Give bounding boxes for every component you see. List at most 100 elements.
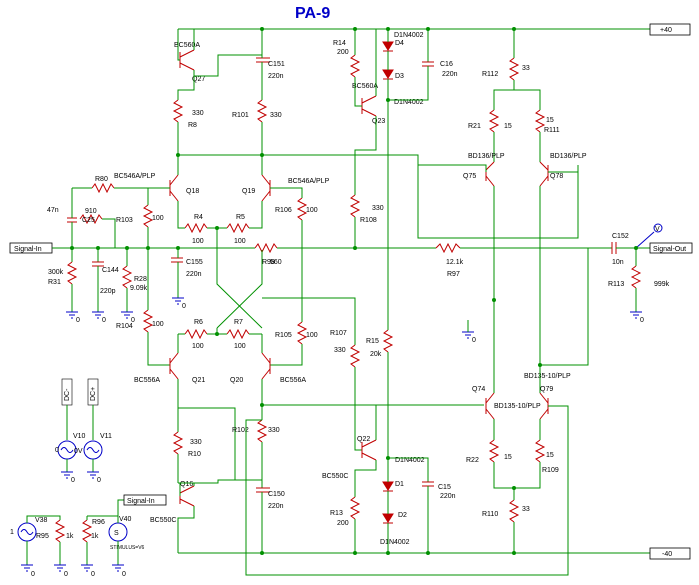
dc-plus-tag: DC+ (87, 378, 99, 406)
neg-rail-port[interactable]: -40 (649, 547, 691, 560)
r97-resistor[interactable]: 12.1k R97 (435, 242, 464, 278)
c15-capacitor[interactable]: C15 220n (422, 481, 456, 500)
svg-text:100: 100 (306, 332, 318, 339)
svg-text:R95: R95 (36, 533, 49, 540)
svg-text:C150: C150 (268, 491, 285, 498)
svg-text:47n: 47n (47, 207, 59, 214)
svg-text:R98: R98 (262, 259, 275, 266)
c16-capacitor[interactable]: C16 220n (422, 61, 458, 78)
c150-capacitor[interactable]: C150 220n (256, 487, 285, 510)
svg-text:C16: C16 (440, 61, 453, 68)
svg-text:R6: R6 (194, 319, 203, 326)
r910-resistor[interactable]: 910 (79, 208, 103, 225)
r101-resistor[interactable]: 330 R101 (232, 99, 282, 123)
svg-text:BD136/PLP: BD136/PLP (468, 153, 505, 160)
r7-resistor[interactable]: R7 100 (226, 319, 250, 350)
r28-resistor[interactable]: R28 9.09k (121, 265, 148, 292)
svg-text:0: 0 (64, 571, 68, 578)
r95-resistor[interactable]: R95 1k (36, 519, 74, 543)
r15-resistor[interactable]: R15 20k (366, 329, 394, 358)
r103-resistor[interactable]: R103 100 (116, 204, 164, 228)
svg-text:Q22: Q22 (357, 436, 370, 443)
r31-resistor[interactable]: 300k R31 (48, 261, 78, 286)
r5-resistor[interactable]: R5 100 (226, 214, 250, 245)
r6-resistor[interactable]: R6 100 (184, 319, 208, 350)
r13-resistor[interactable]: R13 200 (330, 496, 361, 527)
signal-in-port[interactable]: Signal-In (9, 242, 53, 254)
q75-transistor[interactable]: BD136/PLP Q75 (463, 153, 505, 187)
svg-text:DC-: DC- (64, 388, 71, 401)
r10-resistor[interactable]: 330 R10 (172, 431, 202, 458)
r22-resistor[interactable]: R22 15 (466, 439, 512, 464)
r109-resistor[interactable]: 15 R109 (534, 439, 559, 474)
q27-transistor[interactable]: BC560A Q27 (174, 42, 205, 83)
r113-resistor[interactable]: R113 999k (608, 265, 670, 289)
svg-text:0: 0 (76, 317, 80, 324)
svg-text:0: 0 (122, 571, 126, 578)
r14-resistor[interactable]: R14 200 (333, 40, 361, 78)
r106-resistor[interactable]: R106 100 (275, 197, 318, 221)
junction-dots (70, 27, 638, 555)
svg-text:BC560A: BC560A (174, 42, 200, 49)
d4-diode[interactable]: D4 D1N4002 (382, 32, 424, 52)
svg-text:BC550C: BC550C (150, 517, 176, 524)
q20-transistor[interactable]: BC556A Q20 (230, 352, 306, 384)
q78-transistor[interactable]: BD136/PLP Q78 (539, 153, 587, 187)
signal-out-port[interactable]: Signal-Out (649, 242, 693, 254)
q21-transistor[interactable]: BC556A Q21 (134, 352, 205, 384)
r110-resistor[interactable]: R110 33 (482, 499, 530, 523)
svg-text:R10: R10 (188, 451, 201, 458)
r104-resistor[interactable]: R104 100 (116, 309, 164, 333)
c152-capacitor[interactable]: C152 10n (611, 233, 629, 266)
r107-resistor[interactable]: R107 330 (330, 330, 361, 368)
c151-capacitor[interactable]: C151 220n (256, 57, 285, 80)
voltage-probe[interactable]: V (635, 223, 663, 249)
ground-labels: 0 0 0 0 0 0 0 0 0 0 0 0 (31, 303, 644, 578)
v10-source[interactable]: V10 0 0V (55, 433, 86, 460)
r105-resistor[interactable]: R105 100 (275, 321, 318, 345)
svg-text:R112: R112 (482, 71, 498, 78)
r21-resistor[interactable]: R21 15 (468, 109, 512, 133)
c155-capacitor[interactable]: C155 220n (171, 257, 203, 278)
q23-transistor[interactable]: BC560A Q23 (352, 83, 385, 125)
svg-text:BC550C: BC550C (322, 473, 348, 480)
q22-transistor[interactable]: Q22 BC550C (322, 436, 377, 480)
d1-diode[interactable]: D1 D1N4002 (382, 457, 425, 492)
r8-resistor[interactable]: 330 R8 (172, 99, 204, 129)
svg-text:BD136/PLP: BD136/PLP (550, 153, 587, 160)
q19-transistor[interactable]: BC546A/PLP Q19 (242, 174, 330, 202)
v11-source[interactable]: V11 (83, 433, 112, 460)
svg-text:D1N4002: D1N4002 (394, 99, 424, 106)
d2-diode[interactable]: D2 D1N4002 (380, 512, 410, 546)
r108-resistor[interactable]: 330 R108 (349, 194, 384, 224)
r96-resistor[interactable]: R96 1k (81, 519, 105, 543)
svg-text:10n: 10n (612, 259, 624, 266)
pos-rail-port[interactable]: +40 (649, 23, 691, 36)
r98-resistor[interactable]: R98 560 (254, 242, 282, 266)
schematic-title: PA-9 (295, 5, 330, 22)
r112-resistor[interactable]: R112 33 (482, 57, 530, 81)
svg-text:220n: 220n (268, 503, 284, 510)
v40-source[interactable]: S V40 STIMULUS=V6 (108, 516, 145, 551)
svg-text:R22: R22 (466, 457, 479, 464)
svg-text:220n: 220n (186, 271, 202, 278)
svg-text:330: 330 (270, 112, 282, 119)
r80-resistor[interactable]: R80 (91, 176, 115, 194)
svg-text:910: 910 (85, 208, 97, 215)
r4-resistor[interactable]: R4 100 (184, 214, 208, 245)
q79-transistor[interactable]: Q79 BD135-10/PLP (524, 373, 571, 420)
svg-text:D1: D1 (395, 481, 404, 488)
r111-resistor[interactable]: 15 R111 (534, 109, 560, 134)
svg-text:1k: 1k (91, 533, 99, 540)
q74-transistor[interactable]: Q74 BD135-10/PLP (472, 386, 541, 420)
c144-capacitor[interactable]: C144 220p (92, 261, 119, 295)
svg-text:R101: R101 (232, 112, 249, 119)
q18-transistor[interactable]: BC546A/PLP Q18 (114, 173, 199, 202)
r102-resistor[interactable]: 330 R102 (232, 419, 280, 443)
svg-text:Signal-In: Signal-In (14, 246, 42, 253)
signal-in-2-port[interactable]: Signal-In (123, 494, 167, 506)
svg-text:300k: 300k (48, 269, 64, 276)
svg-text:D4: D4 (395, 40, 404, 47)
svg-text:D1N4002: D1N4002 (395, 457, 425, 464)
svg-text:Q79: Q79 (540, 386, 553, 393)
